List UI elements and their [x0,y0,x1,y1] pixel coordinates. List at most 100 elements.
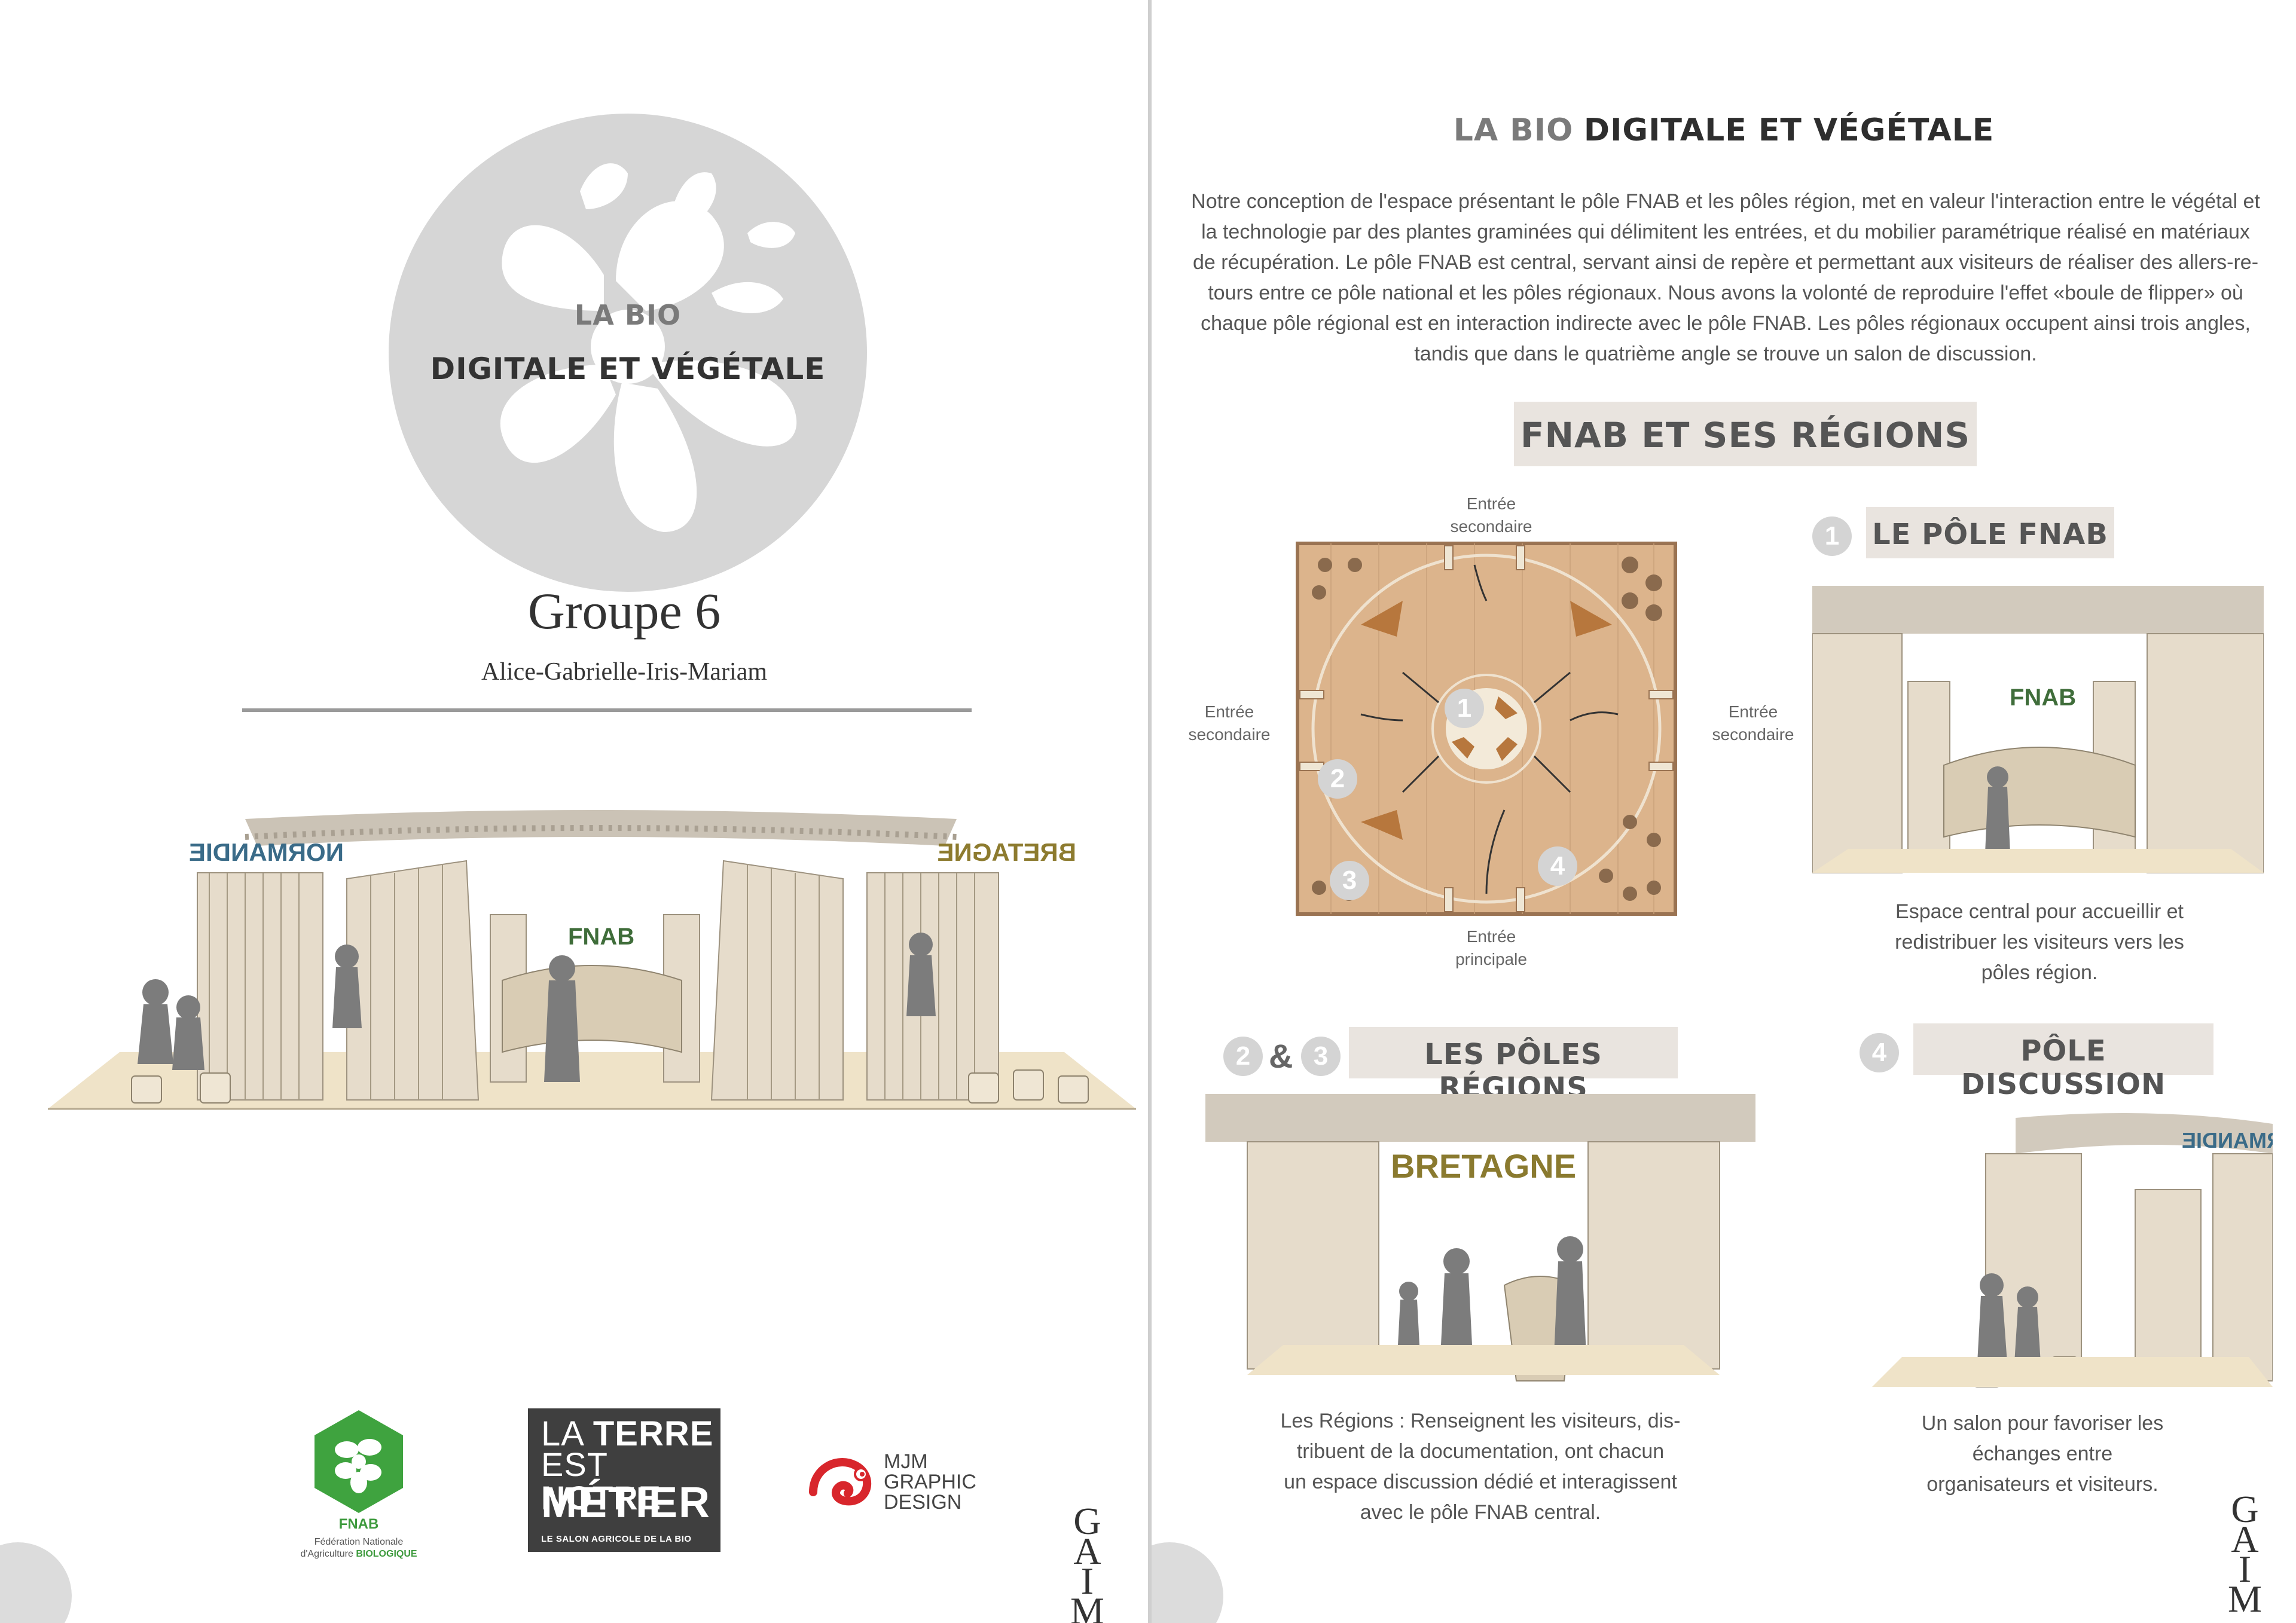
plan-label-bottom-line1: Entrée [1466,927,1516,946]
mjm-logo-text: MJM GRAPHIC DESIGN [884,1451,976,1512]
terre-metier: MÉTIER [541,1479,712,1527]
corner-flower-icon [0,1542,72,1623]
pole-discussion-number: 4 [1860,1033,1899,1072]
pole-discussion-header: PÔLE DISCUSSION [1913,1023,2213,1101]
group-name: Groupe 6 [527,582,721,640]
page-divider [1148,0,1152,1623]
monogram-g: G [2231,1488,2259,1530]
plan-label-right-line2: secondaire [1712,725,1794,744]
pole-fnab-header: LE PÔLE FNAB [1866,507,2114,558]
corner-flower-icon [1152,1542,1223,1623]
page-title: LA BIO DIGITALE ET VÉGÉTALE [1152,112,2296,148]
plan-label-top-line1: Entrée [1466,494,1516,513]
sketch-sign-fnab: FNAB [568,924,634,950]
sketch-sign-left: NORMANDIE [189,838,344,866]
intro-line: de récupération. Le pôle FNAB est centra… [1192,251,2259,274]
intro-line: tours entre ce pôle national et les pôle… [1208,282,2243,304]
terre-la: LA [541,1414,583,1453]
sketch-sign-right: BRETAGNE [937,838,1076,866]
poles-regions-sketch: BRETAGNE [1205,1094,1755,1399]
monogram-a: A [2231,1518,2259,1560]
section-title: FNAB ET SES RÉGIONS [1520,415,1971,456]
plan-label-bottom: Entrée principale [1431,925,1551,971]
poles-regions-caption-line: Les Régions : Renseignent les visiteurs,… [1280,1410,1681,1432]
plan-label-left: Entrée secondaire [1170,701,1289,746]
poles-regions-ampersand: & [1269,1037,1293,1075]
pole-fnab-caption-line: redistribuer les visiteurs vers les [1895,931,2184,953]
mjm-line2: GRAPHIC [884,1471,976,1493]
monogram-g: G [1073,1500,1101,1542]
mjm-line1: MJM [884,1450,928,1473]
mjm-line3: DESIGN [884,1491,962,1514]
poles-regions-caption-line: avec le pôle FNAB central. [1360,1501,1601,1524]
pole-discussion-caption: Un salon pour favoriser les échanges ent… [1821,1408,2264,1500]
plan-number-3: 3 [1330,861,1369,900]
poles-regions-sign: BRETAGNE [1391,1147,1576,1185]
pole-fnab-number: 1 [1812,516,1852,556]
intro-line: Notre conception de l'espace présentant … [1191,190,2260,213]
pole-fnab-title: LE PÔLE FNAB [1872,518,2108,551]
fnab-subtitle-line1: Fédération Nationale [314,1537,404,1547]
chameleon-icon [809,1458,872,1506]
fnab-logo-subtitle: Fédération Nationale d'Agriculture BIOLO… [287,1536,430,1560]
gaim-monogram: G A I M [1070,1500,1104,1623]
flower-icon [500,163,797,532]
terre-terre: TERRE [593,1414,714,1453]
plan-number-2: 2 [1318,759,1357,799]
intro-line: la technologie par des plantes graminées… [1201,221,2250,243]
fnab-subtitle-line2: d'Agriculture [300,1549,353,1559]
pole-discussion-caption-line: organisateurs et visiteurs. [1926,1473,2158,1496]
monogram-m: M [2228,1578,2262,1620]
intro-line: chaque pôle régional est en interaction … [1201,312,2251,335]
intro-paragraph: Notre conception de l'espace présentant … [1187,187,2264,369]
plan-label-right: Entrée secondaire [1693,701,1813,746]
plan-label-bottom-line2: principale [1455,950,1527,968]
plan-label-left-line2: secondaire [1188,725,1271,744]
pole-fnab-sketch: FNAB [1812,586,2264,885]
monogram-m: M [1070,1590,1104,1623]
intro-line: tandis que dans le quatrième angle se tr… [1414,343,2037,365]
fnab-subtitle-line3: BIOLOGIQUE [356,1549,417,1559]
central-counter [502,965,682,1053]
monogram-a: A [1073,1530,1101,1572]
fnab-logo-name: FNAB [338,1516,379,1532]
pole-fnab-caption-line: pôles région. [1981,961,2098,984]
title-light: LA BIO [1453,112,1574,148]
fnab-logo-icon [315,1410,403,1513]
plan-number-4: 4 [1538,846,1577,886]
terre-notre-metier-logo: LA TERRE EST NOTRE MÉTIER LE SALON AGRIC… [528,1408,720,1552]
pole-discussion-sketch: NORMANDIE [1854,1100,2273,1399]
pole-discussion-caption-line: Un salon pour favoriser les [1921,1412,2164,1435]
group-members: Alice-Gabrielle-Iris-Mariam [481,658,768,686]
hero-title-line2: DIGITALE ET VÉGÉTALE [430,352,826,386]
stand-overview-sketch: NORMANDIE BRETAGNE FNAB [48,801,1136,1124]
gaim-monogram: G A I M [2228,1488,2262,1620]
pole-discussion-title: PÔLE DISCUSSION [1961,1034,2166,1101]
hero-circle: LA BIO DIGITALE ET VÉGÉTALE [389,114,867,592]
floor-plan [1296,542,1677,916]
right-page: LA BIO DIGITALE ET VÉGÉTALE Notre concep… [1152,0,2296,1623]
pole-fnab-sign: FNAB [2010,684,2076,711]
poles-regions-number-b: 3 [1301,1037,1341,1076]
poles-regions-caption-line: un espace discussion dédié et interagiss… [1284,1471,1677,1493]
poles-regions-number-a: 2 [1223,1037,1263,1076]
section-banner: FNAB ET SES RÉGIONS [1514,402,1977,466]
pole-discussion-sign: NORMANDIE [2182,1128,2273,1153]
monogram-i: I [2238,1548,2252,1590]
pole-fnab-caption: Espace central pour accueillir et redist… [1815,897,2264,988]
poles-regions-header: LES PÔLES RÉGIONS [1349,1027,1678,1105]
poles-regions-caption: Les Régions : Renseignent les visiteurs,… [1223,1406,1738,1528]
left-page: LA BIO DIGITALE ET VÉGÉTALE Groupe 6 Ali… [0,114,1136,1623]
monogram-i: I [1080,1560,1094,1602]
poles-regions-caption-line: tribuent de la documentation, ont chacun [1296,1440,1665,1463]
plan-number-1: 1 [1445,689,1484,728]
terre-salon: LE SALON AGRICOLE DE LA BIO [541,1534,692,1544]
plan-label-right-line1: Entrée [1728,702,1778,721]
plan-label-top-line2: secondaire [1450,517,1532,536]
pole-discussion-caption-line: échanges entre [1972,1442,2113,1465]
title-divider [242,708,972,712]
title-dark: DIGITALE ET VÉGÉTALE [1583,112,1995,148]
plan-label-left-line1: Entrée [1204,702,1254,721]
terre-notre: NOTRE [541,1479,661,1517]
hero-title-line1: LA BIO [574,299,682,331]
